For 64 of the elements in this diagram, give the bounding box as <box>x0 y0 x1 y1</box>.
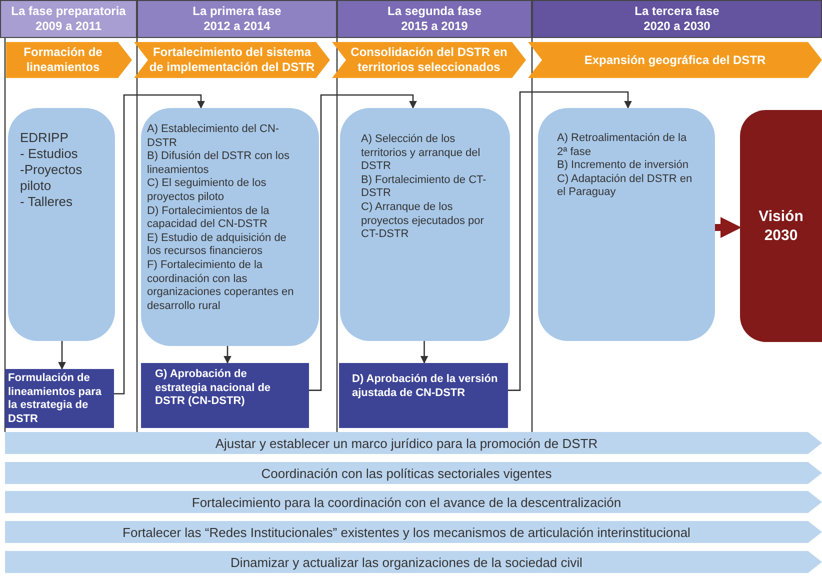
arrow <box>420 341 428 364</box>
box-text: Visión 2030 <box>758 207 804 245</box>
activity-box <box>8 108 115 341</box>
arrow <box>58 341 66 370</box>
box-text: Consolidación del DSTR en territorios seleccionados <box>350 45 508 75</box>
box-text: -Proyectos piloto <box>20 162 84 194</box>
box-text: A) Selección de los territorios y arranque del DSTR <box>361 133 482 174</box>
activity-box <box>538 108 715 341</box>
box-text: A) Establecimiento del CN-DSTR <box>147 123 280 150</box>
phase-label: La tercera fase <box>634 4 720 19</box>
box-text: C) El seguimiento de los proyectos piloto <box>147 177 268 205</box>
box-text: Dinamizar y actualizar las organizaciones de la sociedad civil <box>230 554 582 570</box>
stage-banner <box>528 42 822 78</box>
box-text: Coordinación con las políticas sectoriales vigentes <box>261 466 552 480</box>
box-text: Fortalecer las “Redes Institucionales” existentes y los mecanismos de articulación interinstitucional <box>122 524 690 540</box>
box-text: - Estudios <box>20 146 79 162</box>
activity-box <box>340 108 510 341</box>
box-text: C) Arranque de los proyectos ejecutados por CT-DSTR <box>361 200 485 242</box>
phase-label: 2015 a 2019 <box>400 19 469 34</box>
phase-label: La fase preparatoria <box>10 4 127 19</box>
box-text: Fortalecimiento para la coordinación con el avance de la descentralización <box>192 494 622 510</box>
arrow <box>508 91 632 391</box>
box-text: E) Estudio de adquisición de los recursos financieros <box>147 232 288 259</box>
cross-cutting-band <box>5 432 822 454</box>
activity-box <box>141 108 319 346</box>
phase-header <box>0 0 137 38</box>
box-text: C) Adaptación del DSTR en el Paraguay <box>557 172 693 200</box>
cross-cutting-band <box>5 491 822 513</box>
box-text: EDRIPP <box>20 130 70 146</box>
cross-cutting-band <box>5 551 822 573</box>
box-text: G) Aprobación de estrategia nacional de DSTR (CN-DSTR) <box>155 368 272 408</box>
stage-banner <box>6 42 132 78</box>
box-text: D) Fortalecimientos de la capacidad del CN-DSTR <box>147 204 270 232</box>
box-text: Expansión geográfica del DSTR <box>584 52 766 68</box>
box-text: B) Incremento de inversión <box>557 159 690 173</box>
vision-box <box>740 110 822 342</box>
box-text: B) Difusión del DSTR con los lineamientos <box>147 150 290 178</box>
cross-cutting-band <box>5 462 822 484</box>
cross-cutting-band <box>5 521 822 543</box>
box-text: A) Retroalimentación de la 2ª fase <box>557 132 688 160</box>
box-text: F) Fortalecimiento de la coordinación con las organizaciones coperantes en desarrollo rural <box>147 258 295 314</box>
phase-header <box>532 0 822 38</box>
box-text: Formación de lineamientos <box>22 45 104 75</box>
phase-label: 2020 a 2030 <box>642 19 712 34</box>
arrow <box>114 94 205 394</box>
phase-header <box>337 0 532 38</box>
stage-banner <box>134 42 330 78</box>
phase-label: 2009 a 2011 <box>34 19 103 34</box>
phase-header <box>137 0 337 38</box>
box-text: B) Fortalecimiento de CT-DSTR <box>361 174 488 201</box>
phase-label: 2012 a 2014 <box>202 19 272 34</box>
arrow <box>715 217 742 238</box>
box-text: Formulación de lineamientos para la estrategia de DSTR <box>8 372 103 426</box>
phase-label: La primera fase <box>192 4 282 19</box>
phase-label: La segunda fase <box>386 4 483 19</box>
box-text: Fortalecimiento del sistema de implementación del DSTR <box>148 45 316 75</box>
box-text: Ajustar y establecer un marco jurídico para la promoción de DSTR <box>215 436 598 450</box>
arrow <box>224 346 232 364</box>
milestone-box <box>141 363 309 428</box>
milestone-box <box>339 363 508 428</box>
milestone-box <box>5 369 114 428</box>
box-text: - Talleres <box>20 194 74 210</box>
arrow <box>309 94 417 391</box>
box-text: D) Aprobación de la versión ajustada de CN-DSTR <box>352 373 499 400</box>
